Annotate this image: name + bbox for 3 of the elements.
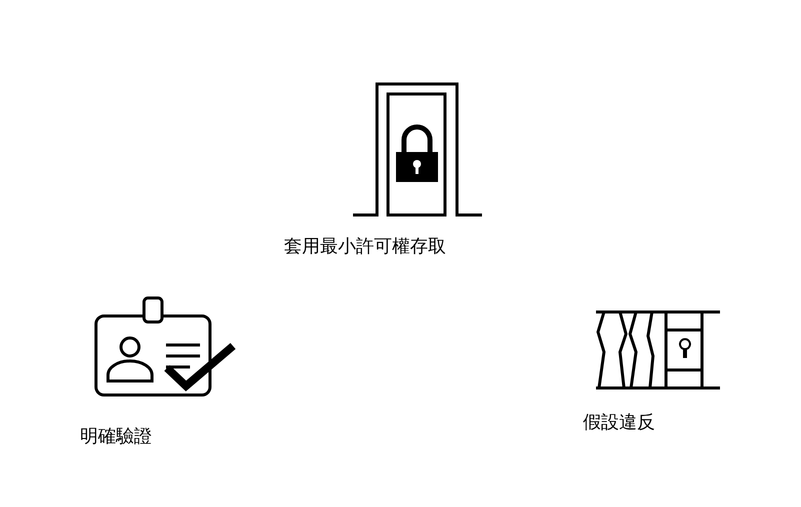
- caption-text: 套用最小許可權存取: [284, 236, 446, 258]
- caption-text: 假設違反: [583, 412, 655, 434]
- caption-text: 明確驗證: [80, 426, 152, 448]
